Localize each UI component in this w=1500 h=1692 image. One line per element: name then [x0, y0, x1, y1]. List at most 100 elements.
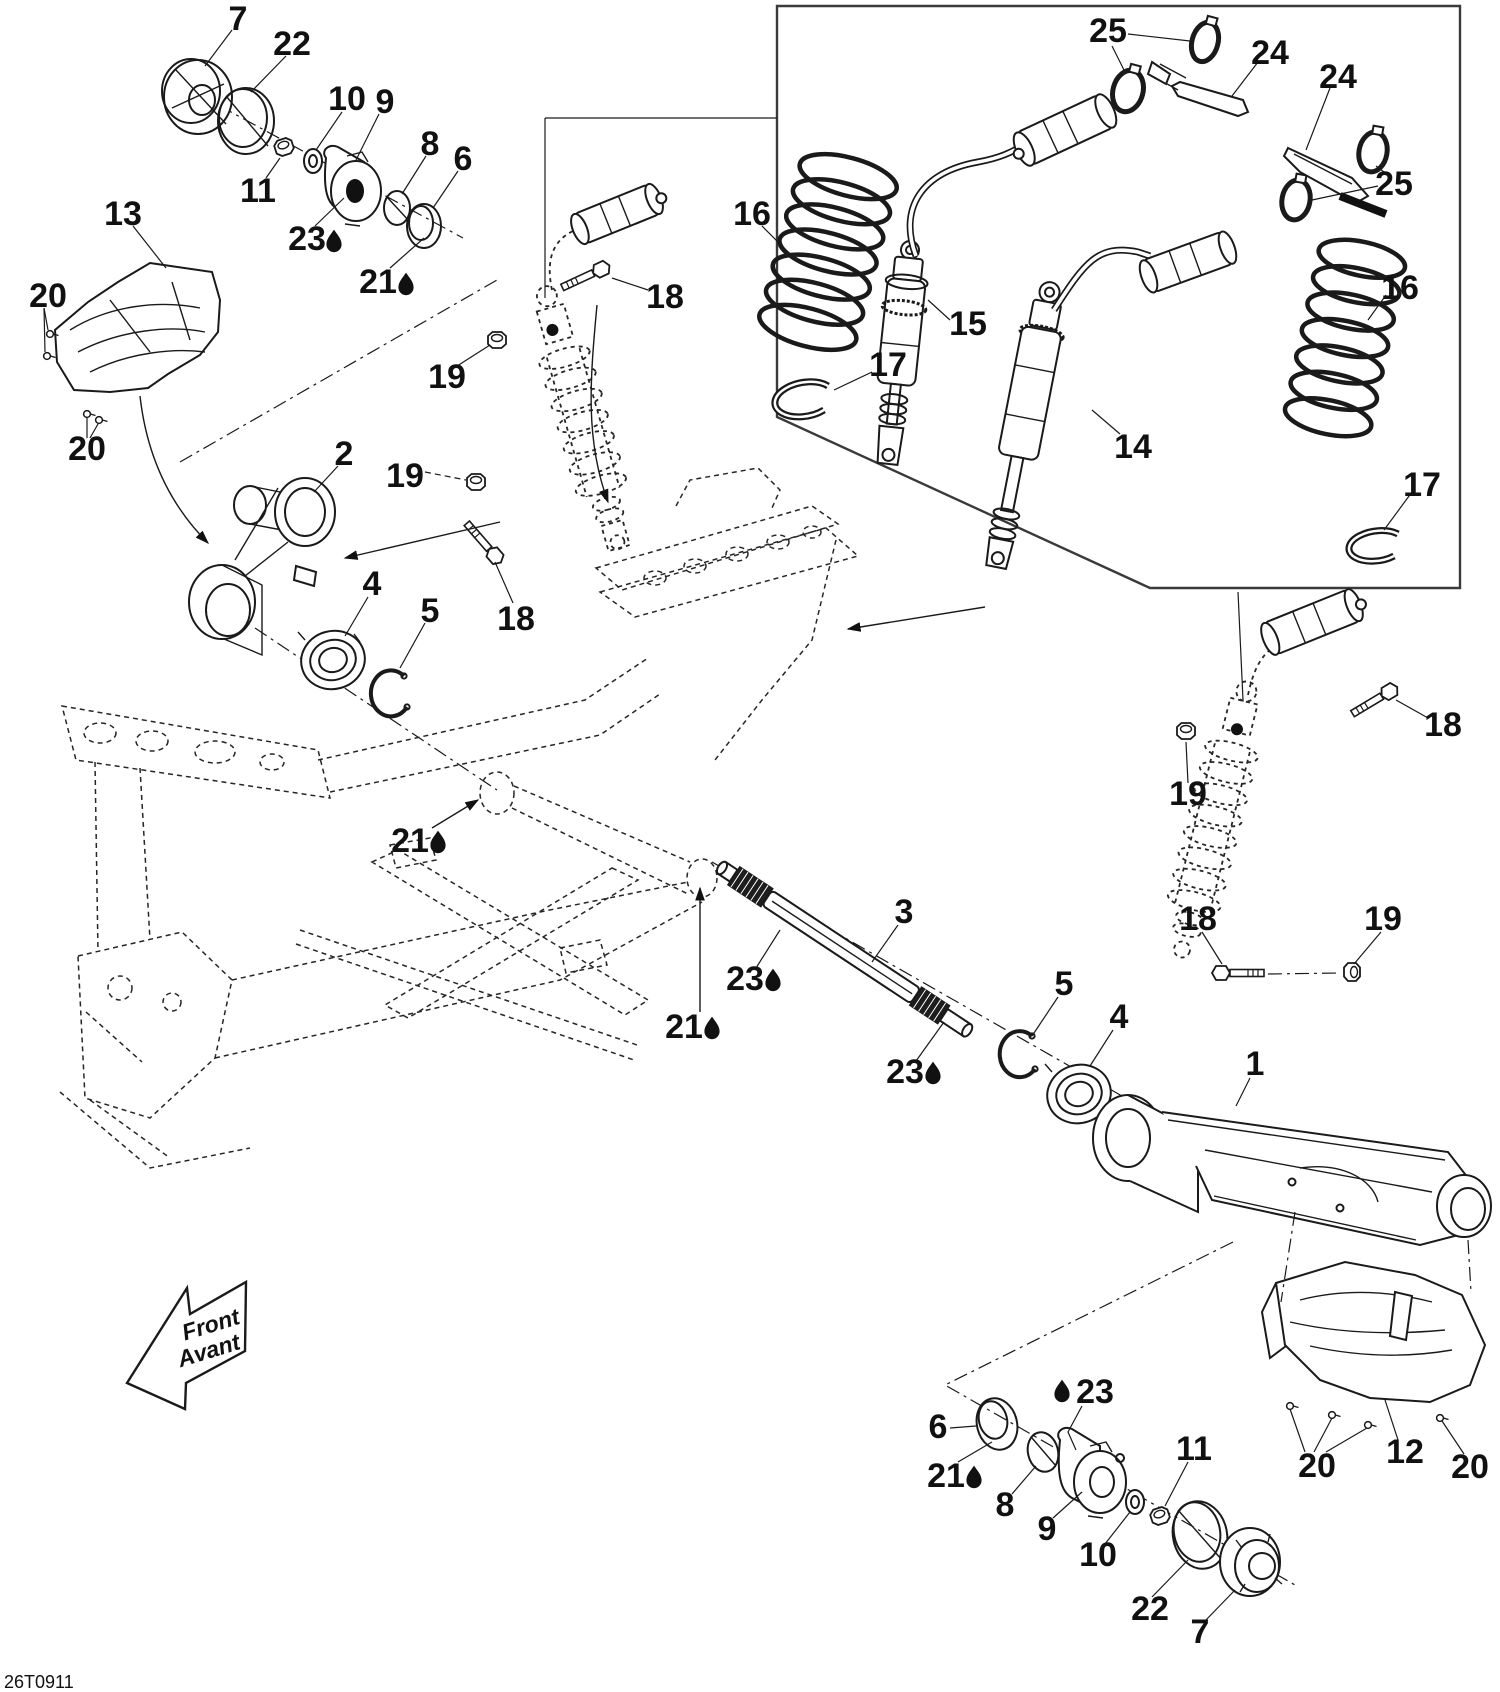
nut-19-a: [487, 331, 507, 349]
guide-arrow-shock-to-2: [343, 521, 501, 560]
direction-arrow-icon: Front Avant: [125, 1279, 248, 1411]
part-callout: 17: [1403, 466, 1441, 504]
reservoir-15: [1012, 93, 1118, 167]
part-callout: 2: [335, 435, 354, 473]
part-callout: 16: [733, 195, 771, 233]
bracket-24-top: [1146, 60, 1250, 118]
part-callout: 5: [421, 592, 440, 630]
nut-19-c: [1176, 722, 1196, 740]
hose-clamp-25-c: [1356, 124, 1390, 175]
coil-spring-16-right: [1282, 237, 1408, 439]
part-callout: 7: [229, 0, 248, 38]
part-callout: 10: [328, 80, 366, 118]
part-callout: 20: [68, 430, 106, 468]
nut-19-d: [1343, 962, 1361, 982]
part-callout: 1: [1246, 1045, 1265, 1083]
part-callout: 14: [1114, 428, 1152, 466]
bolt-18-d: [1211, 965, 1265, 981]
part-callout: 20: [1451, 1448, 1489, 1486]
part-callout: 9: [1038, 1510, 1057, 1548]
oil-drop-icon: [925, 1061, 941, 1085]
part-callout: 19: [1169, 775, 1207, 813]
nut-11: [272, 135, 296, 159]
ring-8-b: [1026, 1431, 1060, 1473]
part-callout: 21: [927, 1457, 965, 1495]
bearing-4-b: [1044, 1063, 1112, 1125]
part-callout: 7: [1191, 1613, 1210, 1651]
part-callout: 21: [391, 822, 429, 860]
axle-shaft-3: [711, 860, 1151, 1113]
bearing-housing-2: [179, 279, 498, 791]
coil-spring-16-left: [757, 151, 899, 353]
leader-lines: [43, 29, 1465, 1622]
part-callout: 20: [29, 277, 67, 315]
arrow-21-frame-left: [431, 799, 480, 829]
washer-10-b: [1125, 1489, 1145, 1515]
callout-labels: 7 22 10 9 8 6 11 23 21 13 20 20 19 18 19…: [29, 0, 1489, 1651]
bolt-18-a: [558, 258, 614, 295]
part-callout: 11: [240, 172, 276, 210]
oil-drop-icon: [966, 1465, 982, 1489]
hose-clamp-25-d: [1279, 172, 1313, 223]
part-callout: 5: [1055, 965, 1074, 1003]
guide-arrow-13-to-2: [139, 395, 209, 544]
frame-reference: [59, 467, 860, 1169]
oil-drop-icon: [704, 1016, 720, 1040]
part-callout: 13: [104, 195, 142, 233]
part-callout: 19: [1364, 900, 1402, 938]
washer-10: [303, 148, 323, 174]
part-callout: 23: [726, 960, 764, 998]
hub-cap-7: [161, 58, 233, 135]
oil-drop-icon: [326, 229, 342, 253]
hub-cap-7-b: [1219, 1527, 1283, 1597]
bracket-24-right: [1282, 146, 1388, 218]
part-callout: 4: [363, 565, 382, 603]
wheel-hub-9: [323, 144, 382, 227]
guide-arrow-crossmember: [846, 606, 986, 632]
shock-absorber-14: [985, 281, 1065, 571]
part-callout: 15: [949, 305, 987, 343]
seal-6: [406, 203, 442, 249]
part-callout: 21: [665, 1008, 703, 1046]
part-callout: 10: [1079, 1536, 1117, 1574]
brake-line: [590, 304, 609, 504]
spring-seat-17-right: [1345, 527, 1400, 565]
part-callout: 23: [886, 1053, 924, 1091]
reservoir-right: [1260, 588, 1367, 656]
bearing-4-a: [297, 629, 366, 691]
spring-seat-17-left: [771, 378, 830, 421]
shock-absorber-15: [876, 240, 929, 466]
hose-center: [548, 227, 581, 291]
part-callout: 16: [1381, 269, 1419, 307]
part-callout: 22: [273, 25, 311, 63]
reservoir-14: [1138, 230, 1238, 294]
part-callout: 19: [428, 358, 466, 396]
part-callout: 4: [1110, 998, 1129, 1036]
part-callout: 25: [1375, 165, 1413, 203]
oil-drop-icon: [430, 830, 446, 854]
part-callout: 22: [1131, 1590, 1169, 1628]
ring-8: [383, 190, 411, 226]
hose-clamp-25-a: [1188, 14, 1222, 65]
part-callout: 23: [1076, 1373, 1114, 1411]
oil-drop-icon: [398, 272, 414, 296]
part-callout: 18: [497, 600, 535, 638]
part-callout: 18: [646, 278, 684, 316]
part-callout: 25: [1089, 12, 1127, 50]
part-callout: 20: [1298, 1447, 1336, 1485]
part-callout: 11: [1176, 1430, 1212, 1468]
part-callout: 3: [895, 893, 914, 931]
circlip-5-b: [997, 1029, 1039, 1080]
document-code: 26T0911: [4, 1672, 74, 1692]
hub-group-bottom: [943, 1241, 1296, 1597]
mud-guard-13: [42, 261, 222, 425]
o-ring-22: [217, 87, 275, 155]
bolt-18-c: [1348, 680, 1402, 721]
part-callout: 23: [288, 220, 326, 258]
reservoir-center: [570, 182, 668, 246]
part-callout: 12: [1386, 1433, 1424, 1471]
part-callout: 24: [1319, 58, 1357, 96]
trailing-arm-1: [1092, 1094, 1492, 1247]
